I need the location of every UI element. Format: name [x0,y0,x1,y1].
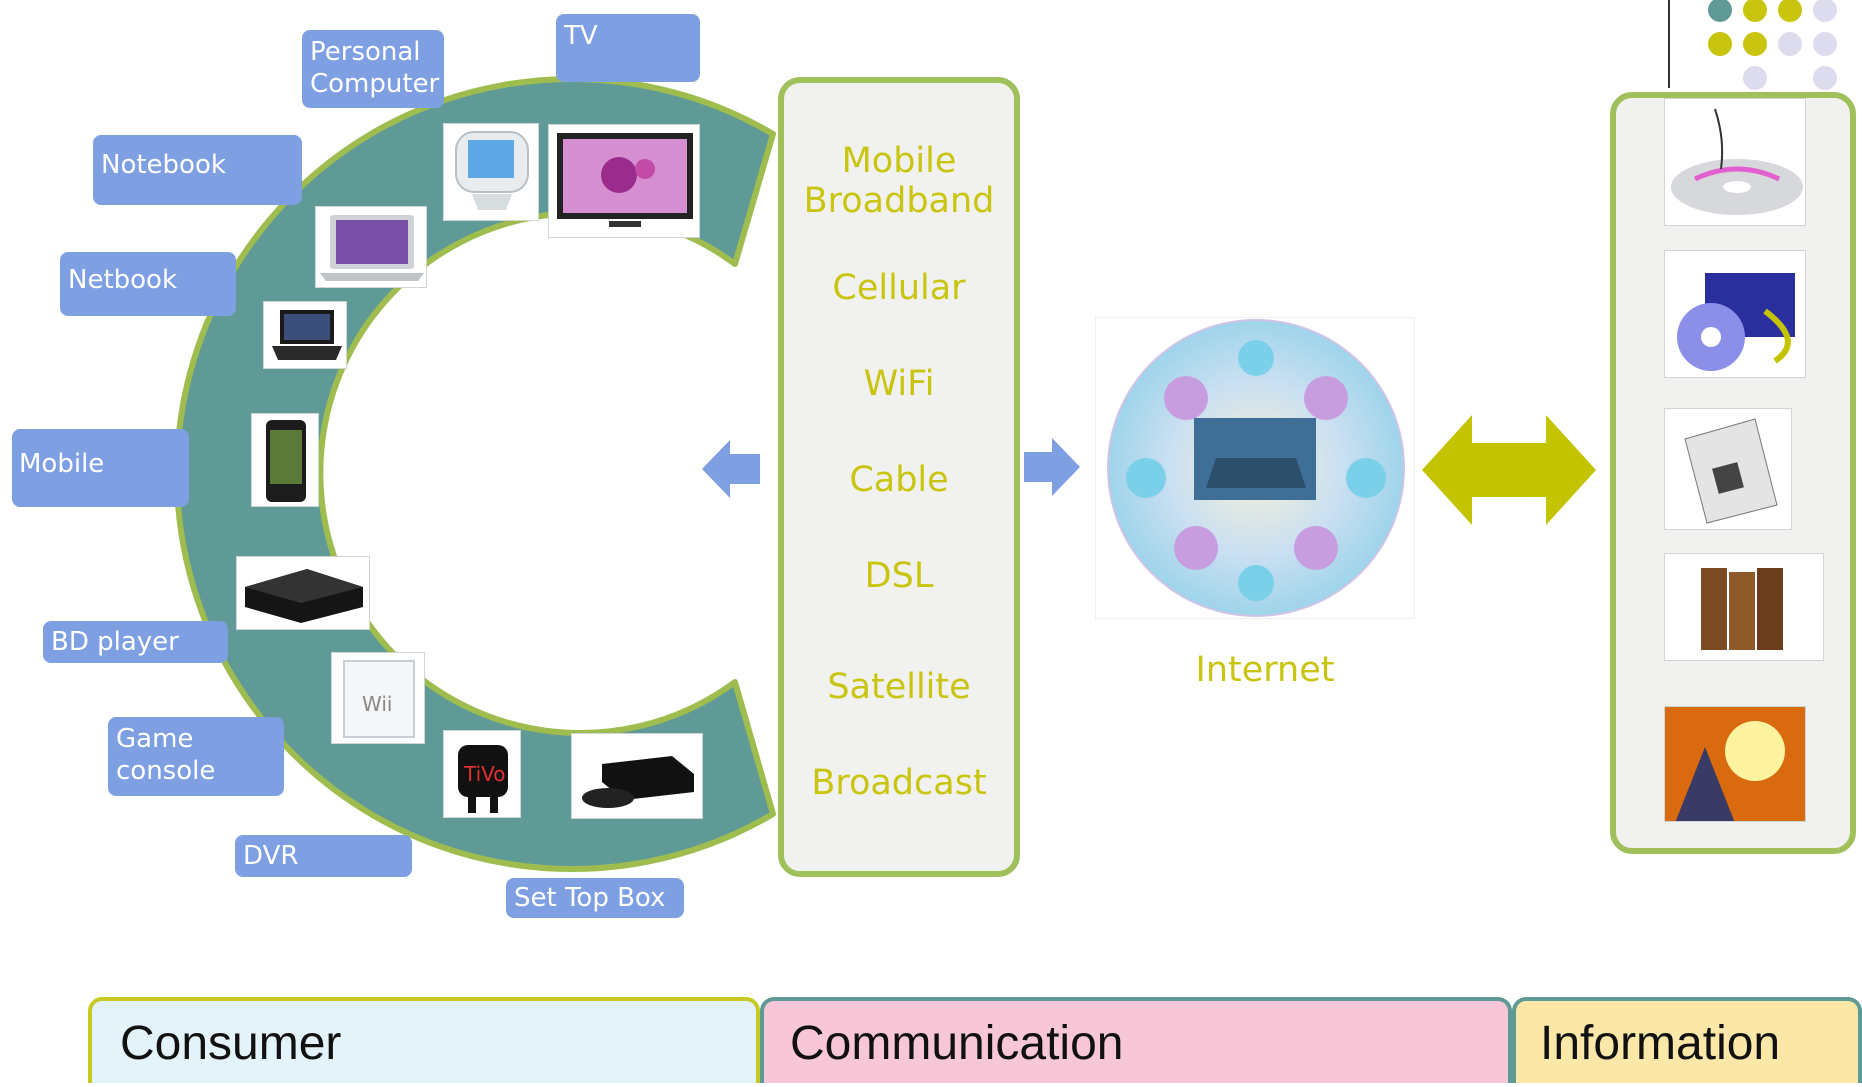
device-label-game-console: Game console [108,717,284,796]
category-consumer-label: Consumer [120,1017,342,1070]
imac-image [443,123,539,221]
arrow-right-icon [1024,438,1080,496]
device-label-set-top-box: Set Top Box [506,878,684,918]
internet-globe-image [1095,317,1415,619]
dots-icon [1708,0,1837,90]
internet-label: Internet [1195,650,1335,690]
category-communication-label: Communication [790,1017,1124,1070]
device-label-netbook: Netbook [60,252,236,316]
category-consumer: Consumer [88,997,760,1083]
network-mobile-broadband: Mobile Broadband [803,141,995,221]
network-dsl: DSL [864,556,934,596]
arrow-left-icon [702,440,760,498]
svg-text:Wii: Wii [362,692,392,716]
newspaper-image [1664,408,1792,530]
category-information-label: Information [1540,1017,1781,1070]
bd-player-image [236,556,370,630]
dvr-image: TiVo [443,730,521,818]
game-art-image [1664,706,1806,822]
svg-text:TiVo: TiVo [463,762,506,786]
network-wifi: WiFi [863,364,935,404]
film-reel-image [1664,250,1806,378]
device-label-notebook: Notebook [93,135,302,205]
device-label-bd-player: BD player [43,621,228,663]
network-broadcast: Broadcast [811,763,987,803]
category-information: Information [1512,997,1862,1083]
decorative-dots [1668,0,1862,95]
information-panel [1610,92,1856,854]
device-label-tv: TV [556,14,700,82]
netbook-image [263,301,347,369]
notebook-image [315,206,427,288]
set-top-box-image [571,733,703,819]
category-communication: Communication [760,997,1512,1083]
double-arrow-icon [1422,415,1596,525]
tv-image [548,124,700,238]
network-cellular: Cellular [832,268,966,308]
network-satellite: Satellite [827,667,971,707]
music-cd-image [1664,98,1806,226]
device-label-dvr: DVR [235,835,412,877]
device-label-personal-computer: Personal Computer [302,30,444,108]
books-image [1664,553,1824,661]
device-label-mobile-phone: Mobile Phone [12,429,189,537]
network-cable: Cable [849,460,949,500]
mobile-phone-image [251,413,319,507]
network-panel: Mobile Broadband Cellular WiFi Cable DSL… [778,77,1020,877]
divider-line [1668,0,1670,88]
game-console-image: Wii [331,652,425,744]
